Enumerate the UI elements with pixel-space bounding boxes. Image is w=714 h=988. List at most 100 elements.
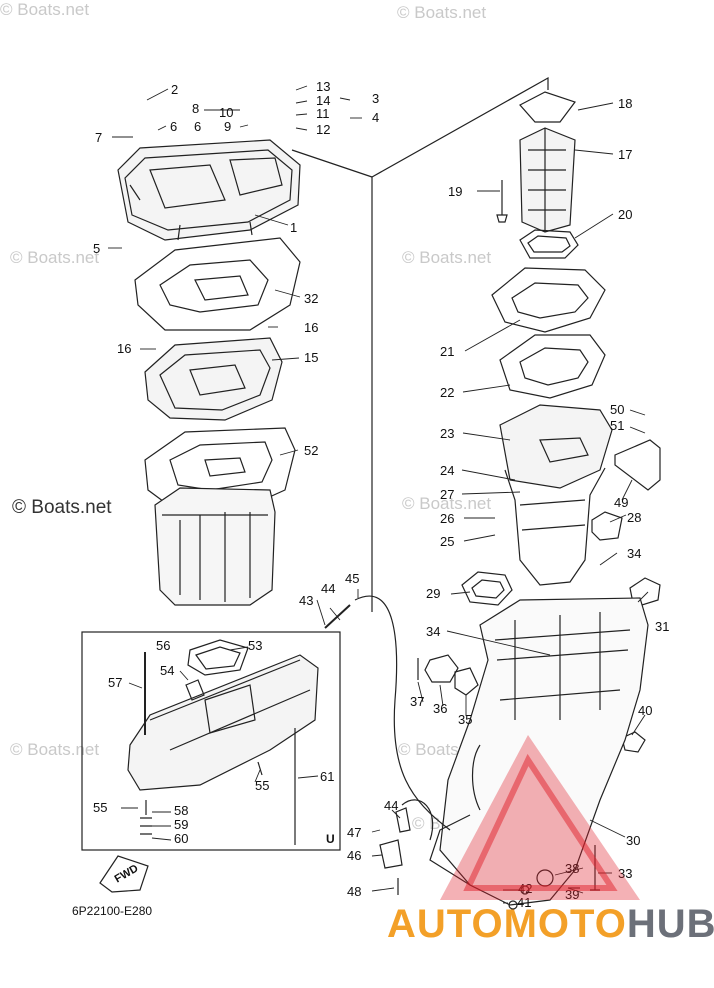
callout-36: 36 [433, 701, 447, 716]
callout-10: 10 [219, 105, 233, 120]
seal-20-shape [519, 229, 579, 259]
callout-16: 16 [304, 320, 318, 335]
callout-47: 47 [347, 825, 361, 840]
callout-49: 49 [614, 495, 628, 510]
callout-40: 40 [638, 703, 652, 718]
bolt-19-shape [496, 180, 508, 223]
callout-26: 26 [440, 511, 454, 526]
muffler-53-shape [127, 654, 319, 791]
callout-55: 55 [93, 800, 107, 815]
callout-44: 44 [321, 581, 335, 596]
brand-part-1: AUTOMOTO [387, 902, 627, 946]
watermark: © Boats.net [402, 494, 492, 513]
callout-21: 21 [440, 344, 454, 359]
callout-34: 34 [627, 546, 641, 561]
inset-label: U [326, 832, 335, 846]
brand-part-2: HUB [626, 902, 714, 946]
watermark: © Boats.net [0, 0, 90, 19]
plate-18-shape [519, 91, 576, 123]
callout-7: 7 [95, 130, 102, 145]
seal-56-shape [187, 639, 249, 676]
seal-29-shape [461, 571, 513, 606]
callout-48: 48 [347, 884, 361, 899]
callout-18: 18 [618, 96, 632, 111]
watermark: © Boats.net [10, 248, 100, 267]
callout-2: 2 [171, 82, 178, 97]
upper-case-shape [499, 404, 613, 586]
upper-casing-shape [117, 139, 301, 241]
gasket-22-shape [499, 334, 606, 399]
callout-6: 6 [194, 119, 201, 134]
callout-11: 11 [316, 106, 330, 121]
callout-12: 12 [316, 122, 330, 137]
guide-17-shape [519, 127, 576, 233]
bracket-36-shape [424, 654, 459, 683]
part-54-shape [185, 679, 205, 701]
callout-8: 8 [192, 101, 199, 116]
callout-59: 59 [174, 817, 188, 832]
watermark: © Boats.net [10, 740, 100, 759]
callout-52: 52 [304, 443, 318, 458]
callout-37: 37 [410, 694, 424, 709]
callout-25: 25 [440, 534, 454, 549]
callout-45: 45 [345, 571, 359, 586]
watermark-main: © Boats.net [12, 497, 112, 518]
callout-17: 17 [618, 147, 632, 162]
callout-58: 58 [174, 803, 188, 818]
callout-1: 1 [290, 220, 297, 235]
callout-43: 43 [299, 593, 313, 608]
callout-61: 61 [320, 769, 334, 784]
callout-54: 54 [160, 663, 174, 678]
plate-49-shape [614, 439, 661, 491]
callout-13: 13 [316, 79, 330, 94]
callout-28: 28 [627, 510, 641, 525]
part-46-shape [379, 839, 403, 869]
brand-logo-triangle [440, 735, 640, 900]
part-28-shape [591, 511, 623, 541]
callout-50: 50 [610, 402, 624, 417]
callout-57: 57 [108, 675, 122, 690]
pin-55-shape [257, 761, 263, 776]
callout-44: 44 [384, 798, 398, 813]
callout-53: 53 [248, 638, 262, 653]
callout-6: 6 [170, 119, 177, 134]
callout-38: 38 [565, 861, 579, 876]
callout-20: 20 [618, 207, 632, 222]
callout-60: 60 [174, 831, 188, 846]
callout-3: 3 [372, 91, 379, 106]
callout-4: 4 [372, 110, 379, 125]
callout-41: 41 [517, 895, 531, 910]
callout-33: 33 [618, 866, 632, 881]
inset-frame [81, 631, 341, 851]
part-35-shape [454, 667, 479, 696]
callout-32: 32 [304, 291, 318, 306]
callout-15: 15 [304, 350, 318, 365]
gasket-32-shape [134, 237, 301, 331]
callout-19: 19 [448, 184, 462, 199]
callout-35: 35 [458, 712, 472, 727]
gasket-21-shape [491, 267, 606, 333]
watermark: © Boats.net [402, 248, 492, 267]
callout-22: 22 [440, 385, 454, 400]
callout-31: 31 [655, 619, 669, 634]
callout-30: 30 [626, 833, 640, 848]
callout-34: 34 [426, 624, 440, 639]
fwd-arrow-shape [99, 855, 149, 893]
callout-24: 24 [440, 463, 454, 478]
callout-51: 51 [610, 418, 624, 433]
callout-23: 23 [440, 426, 454, 441]
callout-5: 5 [93, 241, 100, 256]
exhaust-manifold-shape [154, 487, 276, 606]
brand-wordmark: AUTOMOTOHUB [387, 902, 714, 947]
callout-55: 55 [255, 778, 269, 793]
callout-14: 14 [316, 93, 330, 108]
plate-15-shape [144, 337, 283, 421]
callout-29: 29 [426, 586, 440, 601]
callout-46: 46 [347, 848, 361, 863]
figure-code: 6P22100-E280 [72, 904, 153, 918]
watermark: © Boats.net [397, 3, 487, 22]
gasket-52-shape [144, 427, 296, 511]
